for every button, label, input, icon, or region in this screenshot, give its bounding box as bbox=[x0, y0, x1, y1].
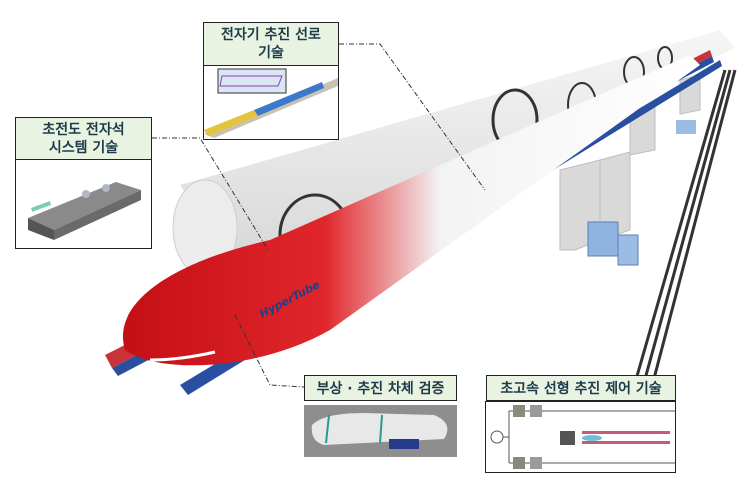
magnet-tech-title: 초전도 전자석 시스템 기술 bbox=[16, 118, 151, 160]
support-pillars bbox=[559, 74, 701, 251]
title-line: 초전도 전자석 bbox=[42, 121, 125, 138]
title-line: 전자기 추진 선로 bbox=[221, 27, 321, 43]
leader-lines bbox=[152, 43, 486, 388]
rail-tech-callout: 전자기 추진 선로 기술 bbox=[203, 22, 339, 140]
power-box bbox=[587, 221, 619, 257]
control-tech-title: 초고속 선형 추진 제어 기술 bbox=[486, 375, 676, 401]
vehicle-image bbox=[304, 405, 457, 457]
hypertube-pod bbox=[122, 55, 700, 366]
control-circuit-image bbox=[485, 401, 676, 473]
magnet-tech-callout: 초전도 전자석 시스템 기술 bbox=[15, 117, 152, 249]
vehicle-tech-title: 부상 · 추진 차체 검증 bbox=[304, 375, 457, 401]
rail-tech-title: 전자기 추진 선로 기술 bbox=[204, 23, 338, 66]
pod-stripe bbox=[149, 350, 216, 362]
title-line: 시스템 기술 bbox=[48, 139, 119, 156]
title-line: 기술 bbox=[258, 45, 284, 61]
rail-image bbox=[204, 68, 338, 138]
power-box bbox=[617, 234, 639, 266]
power-box bbox=[676, 120, 696, 134]
magnet-image bbox=[28, 182, 141, 240]
